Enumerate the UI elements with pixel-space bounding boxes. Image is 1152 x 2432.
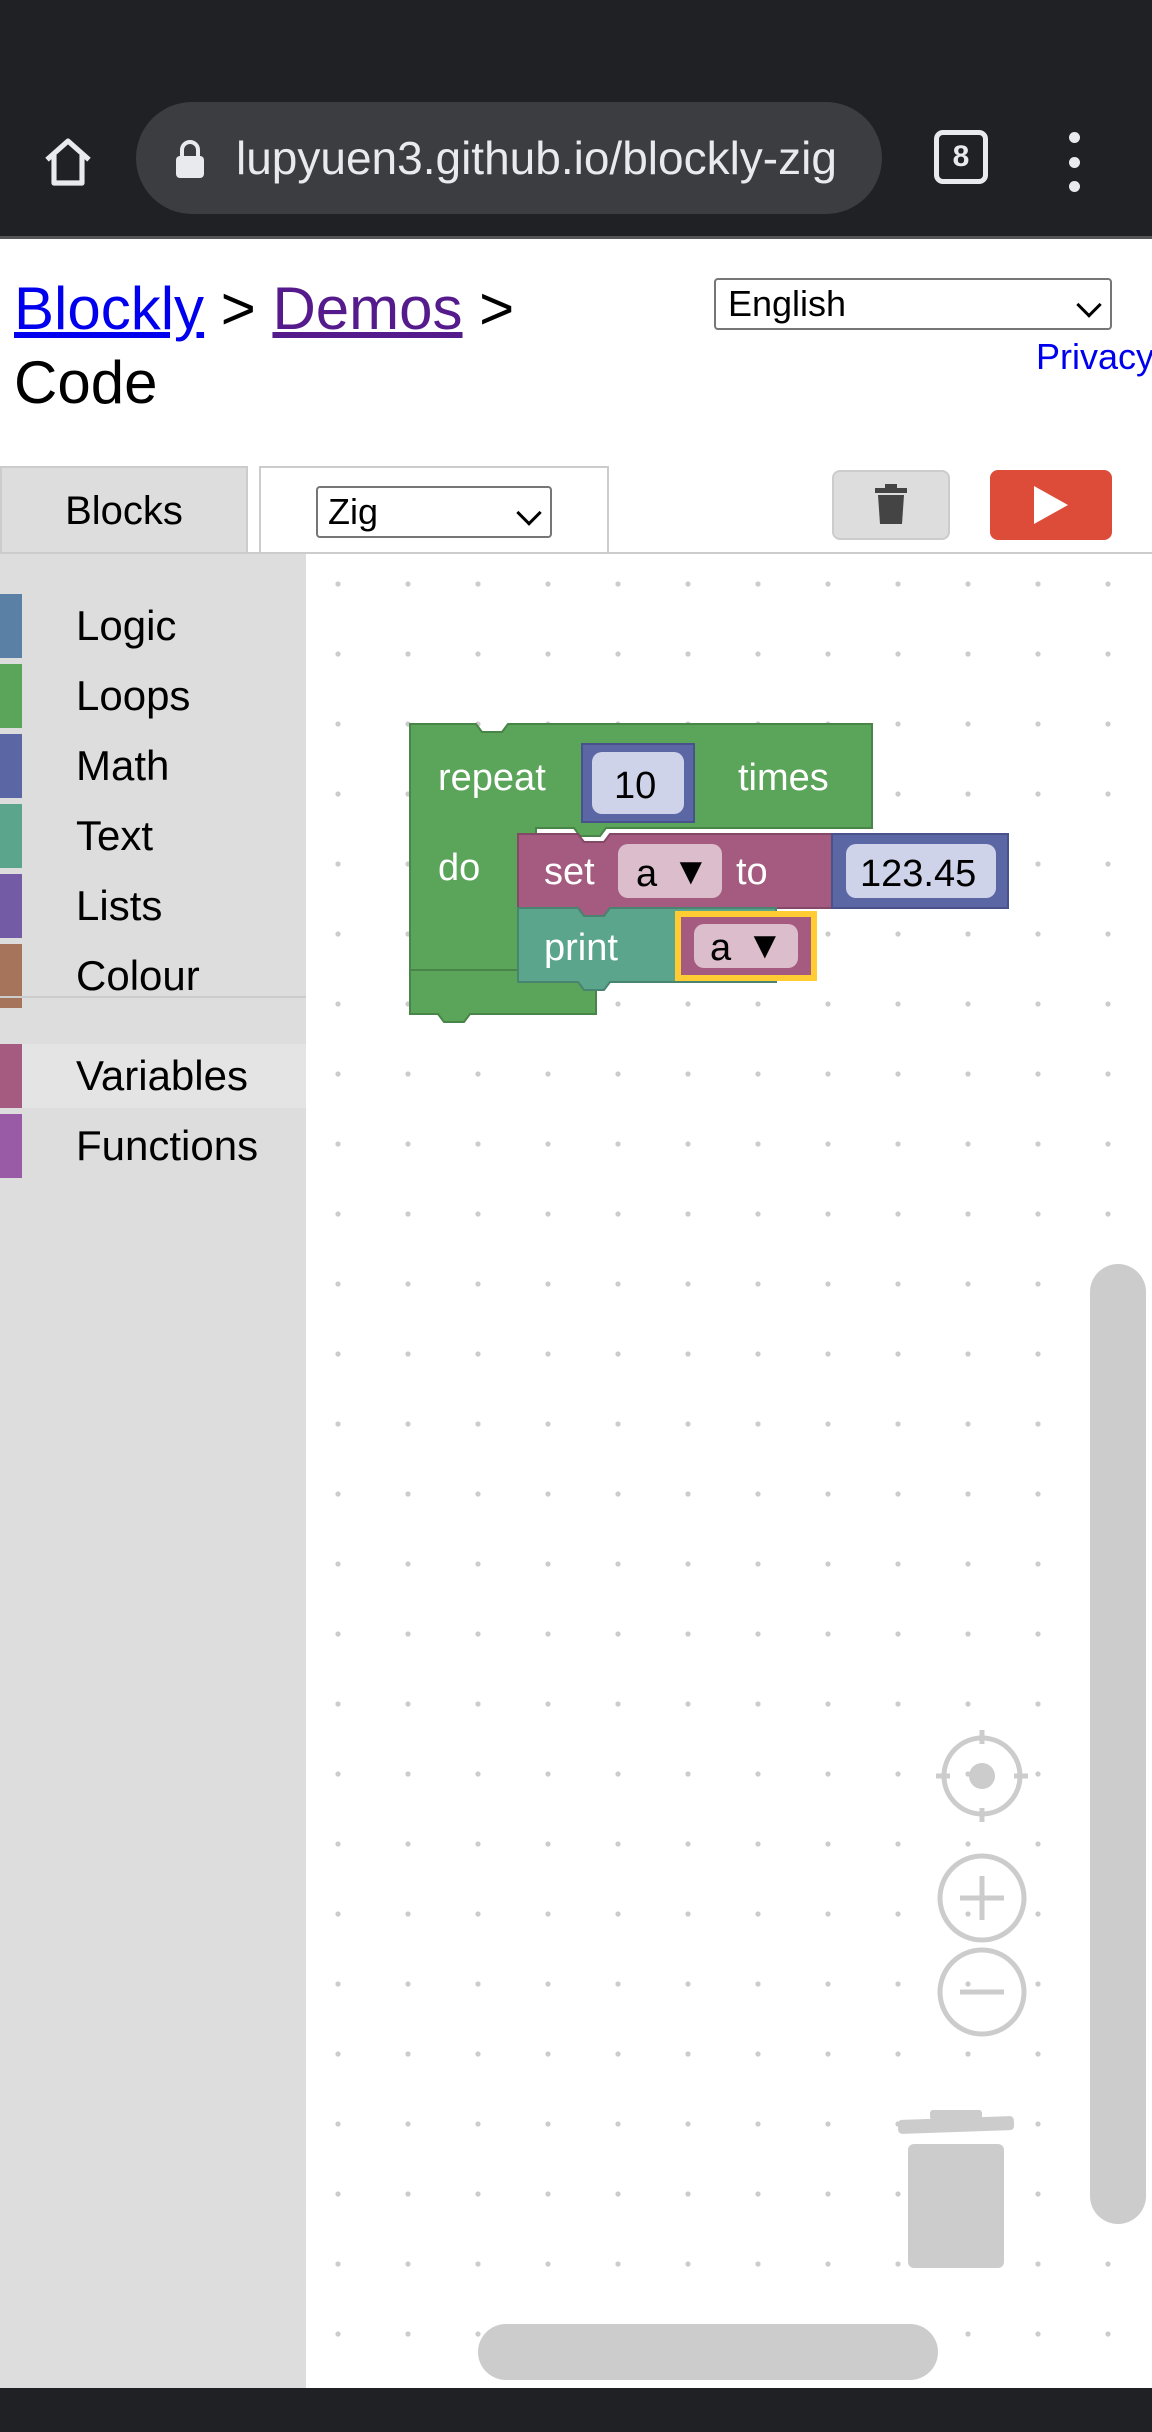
category-label: Lists — [76, 882, 163, 929]
dropdown-arrow-icon: ▼ — [672, 851, 710, 893]
category-label: Functions — [76, 1122, 259, 1169]
trash-button[interactable] — [832, 470, 950, 540]
recenter-icon[interactable] — [936, 1730, 1028, 1822]
category-label: Math — [76, 742, 170, 789]
set-value-field[interactable] — [846, 844, 996, 898]
privacy-link[interactable]: Privacy — [1036, 336, 1152, 377]
set-value: 123.45 — [860, 853, 976, 895]
do-label: do — [438, 847, 480, 889]
page-title: Code — [14, 349, 158, 416]
trash-icon — [875, 484, 907, 524]
set-variable-name: a — [636, 853, 658, 895]
browser-toolbar: lupyuen3.github.io/blockly-zig 8 — [0, 88, 1152, 236]
category-label: Colour — [76, 952, 200, 999]
category-label: Loops — [76, 672, 191, 719]
url-bar[interactable]: lupyuen3.github.io/blockly-zig — [136, 102, 882, 214]
print-block[interactable]: print a ▼ — [517, 907, 817, 991]
breadcrumb-separator: > — [204, 275, 273, 342]
times-label: times — [738, 757, 829, 799]
toolbox-category-math[interactable]: Math — [0, 734, 306, 798]
category-color-swatch — [0, 874, 22, 938]
toolbox-category-logic[interactable]: Logic — [0, 594, 306, 658]
language-select[interactable]: English — [714, 278, 1112, 330]
toolbox-category-variables[interactable]: Variables — [0, 1044, 306, 1108]
zoom-in-icon[interactable] — [936, 1852, 1028, 1944]
vertical-scrollbar[interactable] — [1090, 1264, 1146, 2224]
toolbox-category-colour[interactable]: Colour — [0, 944, 306, 1008]
chevron-down-icon — [1076, 292, 1102, 318]
toolbox-category-text[interactable]: Text — [0, 804, 306, 868]
play-icon — [1034, 486, 1068, 524]
set-variable-block[interactable]: set a ▼ to 123.45 — [517, 833, 1009, 917]
category-color-swatch — [0, 734, 22, 798]
lock-icon — [176, 140, 204, 178]
repeat-label: repeat — [438, 757, 546, 799]
tab-switcher-button[interactable]: 8 — [934, 130, 988, 184]
home-icon — [45, 138, 91, 186]
dropdown-arrow-icon: ▼ — [746, 925, 784, 967]
blockly-workspace[interactable]: repeat 10 times do set a ▼ to 123.45 pri… — [306, 554, 1152, 2388]
category-color-swatch — [0, 1114, 22, 1178]
category-color-swatch — [0, 594, 22, 658]
navigation-bar — [0, 2388, 1152, 2432]
print-variable-dropdown[interactable] — [694, 924, 798, 968]
category-label: Text — [76, 812, 154, 859]
category-color-swatch — [0, 804, 22, 868]
tab-blocks[interactable]: Blocks — [0, 466, 248, 554]
language-select-value: English — [728, 283, 847, 324]
category-label: Logic — [76, 602, 177, 649]
repeat-count-field[interactable] — [592, 752, 684, 814]
status-bar — [0, 0, 1152, 88]
tabs-divider — [0, 552, 1152, 554]
toolbox-category-functions[interactable]: Functions — [0, 1114, 306, 1178]
horizontal-scrollbar[interactable] — [478, 2324, 938, 2380]
toolbox: Logic Loops Math Text Lists Colour Varia… — [0, 554, 306, 2388]
set-variable-dropdown[interactable] — [618, 844, 722, 898]
category-color-swatch — [0, 664, 22, 728]
code-language-value: Zig — [328, 491, 379, 532]
toolbox-separator — [0, 996, 306, 998]
breadcrumb-separator: > — [462, 275, 515, 342]
workspace-trash-icon[interactable] — [894, 2110, 1018, 2270]
category-label: Variables — [76, 1052, 248, 1099]
toolbox-category-loops[interactable]: Loops — [0, 664, 306, 728]
block-stack: repeat 10 times do set a ▼ to 123.45 pri… — [409, 723, 1009, 1023]
chrome-divider — [0, 236, 1152, 239]
browser-menu-button[interactable] — [1054, 124, 1094, 200]
to-label: to — [736, 851, 768, 893]
toolbox-category-lists[interactable]: Lists — [0, 874, 306, 938]
run-button[interactable] — [990, 470, 1112, 540]
breadcrumb-link-demos[interactable]: Demos — [272, 275, 463, 342]
category-color-swatch — [0, 1044, 22, 1108]
breadcrumb: Blockly > Demos > Code — [14, 272, 574, 420]
home-button[interactable] — [30, 124, 106, 200]
repeat-count-value: 10 — [614, 765, 656, 807]
tab-code[interactable]: Zig — [259, 466, 609, 554]
category-color-swatch — [0, 944, 22, 1008]
chevron-down-icon — [516, 500, 542, 526]
code-language-select[interactable]: Zig — [316, 486, 552, 538]
zoom-out-icon[interactable] — [936, 1946, 1028, 2038]
url-text: lupyuen3.github.io/blockly-zig — [236, 132, 837, 184]
breadcrumb-link-blockly[interactable]: Blockly — [14, 275, 205, 342]
print-variable-name: a — [710, 927, 732, 969]
set-label: set — [544, 851, 595, 893]
print-label: print — [544, 927, 618, 969]
